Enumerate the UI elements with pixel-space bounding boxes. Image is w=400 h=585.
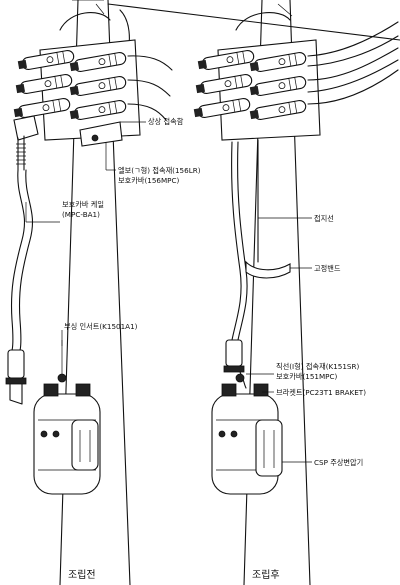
right-top-wires <box>107 3 400 41</box>
left-leader-lines <box>25 121 146 346</box>
caption-after: 조립후 <box>252 570 280 581</box>
label-cover-cable: 보호카바 케일 <box>62 200 104 209</box>
label-elbow-connector: 엘보(ㄱ형) 접속재(156LR) <box>118 166 201 175</box>
label-straight-cover: 보호카바(151MPC) <box>276 372 338 381</box>
label-bushing-insert: 부싱 인서트(K1501A1) <box>64 322 138 331</box>
left-elbow-cable <box>5 115 39 405</box>
right-transformer <box>211 373 283 495</box>
right-connector-bank <box>192 21 399 141</box>
right-leader-lines <box>246 217 312 463</box>
label-elbow-cover: 보호카바(156MPC) <box>118 176 180 185</box>
label-fixing-band: 고정밴드 <box>314 264 341 273</box>
caption-before: 조립전 <box>68 570 96 581</box>
label-ground-wire: 접지선 <box>314 214 334 223</box>
label-upper-connector: 상상 접속함 <box>148 117 184 126</box>
label-csp-transformer: CSP 주상변압기 <box>314 458 364 467</box>
left-transformer <box>33 340 101 495</box>
label-bracket: 브라켓트(PC23T1 BRAKET) <box>276 388 367 397</box>
label-cover-cable-code: (MPC-BA1) <box>62 210 100 219</box>
left-connector-bank <box>12 39 173 147</box>
label-straight-connector: 직선(I형) 접속재(K151SR) <box>276 362 360 371</box>
